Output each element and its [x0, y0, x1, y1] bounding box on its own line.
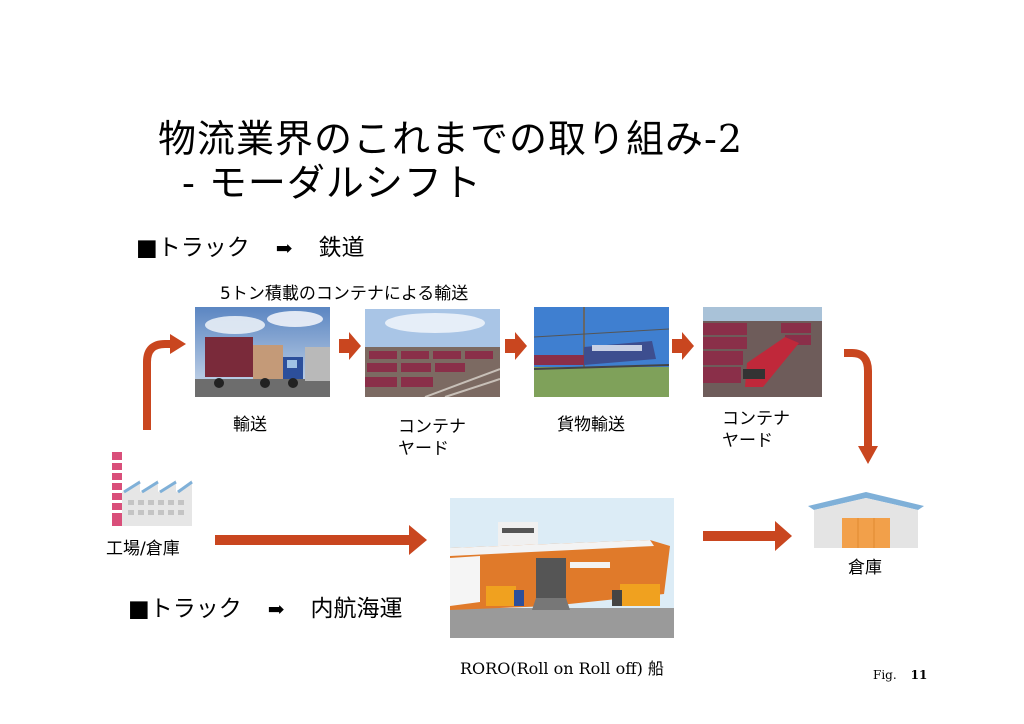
sea-route-heading: ■トラック ➡ 内航海運: [128, 589, 403, 623]
step-caption-freight: 貨物輸送: [557, 415, 625, 435]
step-arrow-2: [505, 332, 527, 360]
step-arrow-1: [339, 332, 361, 360]
mode-to: 鉄道: [318, 235, 365, 261]
mode-from: トラック: [149, 596, 242, 622]
bullet: ■: [136, 235, 158, 261]
bullet: ■: [128, 596, 150, 622]
rail-route-subtitle: 5トン積載のコンテナによる輸送: [220, 284, 469, 304]
figure-footer: Fig. 11: [873, 668, 927, 682]
freight-train-photo: [534, 307, 669, 397]
curved-arrow-right-down: [844, 349, 872, 448]
page-number: 11: [910, 668, 928, 682]
right-arrow-icon: ➡: [275, 236, 293, 260]
step-caption-transport: 輸送: [233, 415, 267, 435]
factory-icon: [110, 452, 194, 530]
arrowhead: [858, 446, 878, 464]
step-caption-container-yard-2: コンテナ ヤード: [722, 409, 790, 451]
warehouse-icon: [808, 492, 924, 548]
right-arrow-icon: ➡: [267, 597, 285, 621]
page-title: 物流業界のこれまでの取り組み-2: [158, 117, 744, 161]
curved-arrow-up-right: [143, 340, 172, 430]
step-arrow-3: [672, 332, 694, 360]
container-yard-photo-2: [703, 307, 822, 397]
origin-label: 工場/倉庫: [106, 539, 180, 559]
step-caption-container-yard-1: コンテナ ヤード: [398, 417, 466, 459]
mode-from: トラック: [157, 235, 250, 261]
destination-label: 倉庫: [848, 558, 882, 578]
container-yard-photo-1: [365, 309, 500, 397]
rail-route-heading: ■トラック ➡ 鉄道: [136, 228, 365, 262]
arrowhead: [170, 334, 186, 354]
page-subtitle: - モーダルシフト: [182, 161, 482, 205]
fig-label: Fig.: [873, 668, 897, 682]
roro-ship-photo: [450, 498, 674, 638]
truck-photo: [195, 307, 330, 397]
mode-to: 内航海運: [310, 596, 403, 622]
ship-caption: RORO(Roll on Roll off) 船: [460, 659, 664, 678]
long-arrow-to-warehouse: [703, 521, 792, 551]
long-arrow-to-ship: [215, 525, 427, 555]
